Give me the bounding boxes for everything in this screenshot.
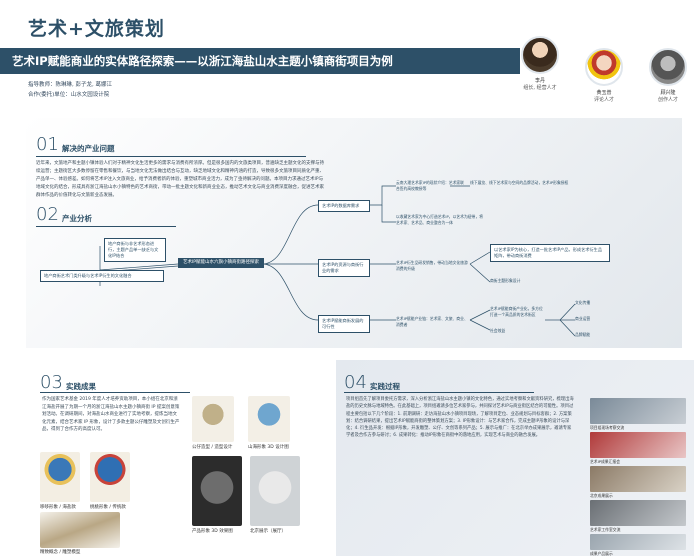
- profile-card: 黄玉普 评论人才: [582, 48, 626, 103]
- page-title: 艺术+文旅策划: [28, 18, 165, 40]
- profile-role: 组长, 经营人才: [523, 85, 557, 91]
- mindmap-branch-3: 艺术IP赋能商街发展的可行性: [318, 315, 370, 333]
- mindmap-sub-h: 商业运营: [575, 316, 591, 321]
- profile-name: 李丹: [534, 78, 545, 84]
- product-caption: 山海形象 3D 设计图: [248, 445, 289, 450]
- product-caption: 桃桃形象 / 传统款: [90, 505, 126, 510]
- process-photo: [590, 466, 686, 492]
- section1-number: 01: [36, 134, 59, 155]
- process-photo: [590, 398, 686, 424]
- product-caption: 公仔造型 / 造型设计: [192, 445, 233, 450]
- mindmap-sub-k: 社会效益: [490, 328, 506, 333]
- section3-label: 实践成果: [66, 382, 96, 391]
- mindmap-sub-g: 文化传播: [575, 300, 591, 305]
- profile-card: 李丹 组长, 经营人才: [518, 36, 562, 91]
- section1-text: 近年来，文旅地产和主题小镇体验人们对于精神文化生活更多的需求与消费有所浓厚。但是…: [36, 161, 324, 198]
- section4-text: 项目组首先了解项目委托方需求，深入分析浙江海盐山水主题小镇的文化特色，通过实地考…: [346, 397, 574, 439]
- process-photo: [590, 500, 686, 526]
- section4-number: 04: [344, 372, 367, 393]
- mindmap-sub-i: 品牌赋能: [575, 332, 591, 337]
- subtitle-banner: 艺术IP赋能商业的实体路径探索——以浙江海盐山水主题小镇商街项目为例: [0, 48, 520, 74]
- mindmap-sub-j: 艺术IP赋能商街产业化，多方位打造一个高品质的艺术街区: [490, 306, 543, 317]
- section2-divider: [36, 226, 176, 227]
- mindmap-sub-b: 线下展览、线下艺术家与空间的品牌活动，艺术IP形象授权: [470, 180, 569, 185]
- product-image: [192, 456, 242, 526]
- mindmap-branch-1: 艺术IP的数据库需求: [318, 200, 370, 212]
- product-image: [250, 456, 300, 526]
- process-caption: 艺术家工作室交流: [590, 527, 621, 532]
- mindmap-branch-2: 艺术IP的资源与商街行业的需求: [318, 259, 370, 277]
- credits: 指导教师：陈琳琳, 彭子龙, 葛娜江 合作(委托)单位：山水文园设计院: [28, 80, 112, 100]
- mindmap-sub-c: 艺术IP衍生品研发销售，带动当地文化旅游消费的升级: [396, 260, 468, 271]
- product-caption: 北京展示（展厅）: [250, 529, 286, 534]
- product-image: [248, 396, 290, 442]
- mindmap-sub-d: 以艺术家IP为核心，打造一批艺术IP产品，形成艺术衍生品矩阵，带动商街消费: [490, 244, 610, 262]
- mindmap-left-top: 地产商街与非艺术形态进行，主题产品单一缺乏与文化IP结合: [104, 238, 166, 262]
- product-caption: 产品形象 3D 效果图: [192, 529, 233, 534]
- section4-label: 实践过程: [370, 382, 400, 391]
- avatar: [521, 36, 559, 74]
- team-profiles: 李丹 组长, 经营人才 黄玉普 评论人才 顾兴隆 创作人才: [516, 34, 696, 108]
- avatar: [649, 48, 687, 86]
- process-caption: 北京成果展示: [590, 493, 613, 498]
- section1-label: 解决的产业问题: [62, 144, 115, 153]
- profile-card: 顾兴隆 创作人才: [646, 48, 690, 103]
- section3-divider: [40, 392, 190, 393]
- mindmap-center: 艺术IP赋能山水六旗小镇商街路径探索: [178, 258, 264, 268]
- mindmap-left-bottom: 地产商街艺术门类升级与艺术IP衍生的文化融合: [40, 270, 164, 282]
- process-caption: 项目组现场考察交流: [590, 425, 625, 430]
- section2-label: 产业分析: [62, 214, 92, 223]
- product-image: [90, 452, 130, 502]
- section2-number: 02: [36, 204, 59, 225]
- section4-divider: [344, 392, 534, 393]
- mindmap-sub-a: 云南大理艺术家IP的现状介绍：艺术家联合签约高校教授等: [396, 180, 464, 191]
- section1-divider: [36, 156, 306, 157]
- avatar: [585, 48, 623, 86]
- partner-line: 合作(委托)单位：山水文园设计院: [28, 92, 110, 98]
- mindmap-sub-a2: 以收藏艺术家为中心打造艺术IP，以艺术为纽带，将艺术家、艺术品、商业整合为一体: [396, 214, 483, 225]
- profile-name: 顾兴隆: [660, 90, 676, 96]
- product-caption: 哆哆形象 / 海盐款: [40, 505, 76, 510]
- product-image: [192, 396, 234, 442]
- process-photo: [590, 534, 686, 550]
- profile-role: 评论人才: [593, 97, 614, 103]
- process-caption: 艺术IP成果汇报会: [590, 459, 620, 464]
- mindmap-sub-f: 艺术IP赋能产业链：艺术家、文旅、商业、消费者: [396, 316, 468, 327]
- process-photo: [590, 432, 686, 458]
- teachers-line: 指导教师：陈琳琳, 彭子龙, 葛娜江: [28, 82, 112, 88]
- product-image: [40, 512, 120, 548]
- profile-role: 创作人才: [657, 97, 678, 103]
- profile-name: 黄玉普: [596, 90, 612, 96]
- product-image: [40, 452, 80, 502]
- mindmap-sub-e: 商街主题形象设计: [490, 278, 521, 283]
- product-caption: 精致概念 / 雕塑模型: [40, 550, 81, 555]
- process-caption: 成果产品展示: [590, 551, 613, 556]
- section3-number: 03: [40, 372, 63, 393]
- section3-text: 作为国家艺术基金 2019 年度人才培养资助项目，本小组在北京和浙江海盐开展了为…: [42, 397, 180, 432]
